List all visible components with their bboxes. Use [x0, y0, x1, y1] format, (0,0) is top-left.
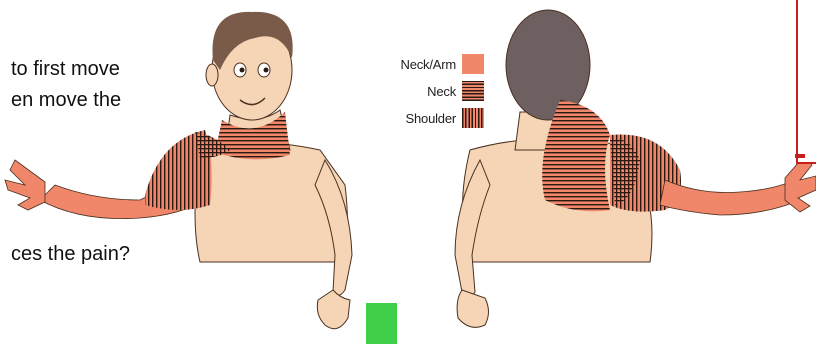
green-button[interactable]	[366, 303, 397, 344]
front-right-hand	[317, 290, 350, 329]
back-head	[506, 10, 590, 120]
legend-swatch-vertical	[462, 108, 484, 128]
back-arm-pain	[660, 180, 800, 215]
legend-swatch-solid	[462, 54, 484, 74]
back-left-hand	[457, 290, 488, 327]
legend-label: Neck/Arm	[376, 57, 456, 72]
legend-swatch-horizontal	[462, 81, 484, 101]
legend-item-neck: Neck	[376, 81, 484, 101]
legend-item-shoulder: Shoulder	[376, 108, 484, 128]
alert-box	[796, 0, 816, 164]
legend-label: Shoulder	[376, 111, 456, 126]
person-back-icon	[455, 10, 816, 327]
legend-label: Neck	[376, 84, 456, 99]
legend-item-neck-arm: Neck/Arm	[376, 54, 484, 74]
front-left-hand	[5, 160, 45, 210]
person-front-icon	[5, 12, 352, 329]
